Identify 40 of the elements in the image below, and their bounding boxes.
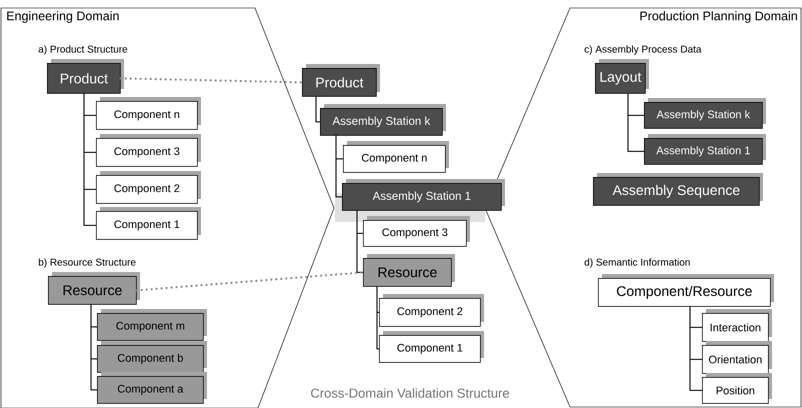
tree-box: Component 2 — [379, 294, 484, 327]
tree-box: Product — [47, 59, 124, 94]
tree-box: Interaction — [702, 309, 772, 342]
tree-connector — [376, 286, 380, 350]
tree-box: Component/Resource — [598, 274, 774, 307]
tree-box: Component b — [97, 341, 207, 373]
node-label: Interaction — [710, 323, 760, 332]
tree-box: Position — [702, 373, 772, 404]
tree-box: Component 1 — [96, 207, 201, 240]
tree-box: Layout — [595, 59, 649, 94]
tree-connector — [84, 93, 96, 226]
tree-connector — [356, 210, 364, 273]
dotted-connector — [136, 271, 364, 292]
tree-box: Component n — [343, 141, 449, 173]
tree-connector — [90, 304, 98, 390]
tree-box: Component 3 — [363, 216, 470, 247]
tree-connector — [336, 135, 342, 198]
tree-box: Component 2 — [96, 171, 201, 204]
tree-connector — [628, 93, 644, 152]
tree-box: Resource — [48, 272, 140, 305]
tree-connector — [690, 306, 702, 391]
tree-box: Component 3 — [96, 134, 201, 167]
dotted-connector — [120, 77, 304, 84]
tree-box: Assembly Station k — [644, 98, 766, 129]
caption-text: Cross-Domain Validation Structure — [311, 388, 509, 398]
node-label: Component b — [118, 354, 183, 364]
tree-connector — [316, 96, 320, 122]
tree-box: Assembly Station 1 — [644, 134, 766, 165]
tree-box: Component n — [96, 97, 201, 130]
tree-box: Orientation — [702, 341, 772, 374]
tree-box: Assembly Sequence — [593, 173, 763, 206]
tree-box: Product — [302, 64, 380, 97]
tree-box: Assembly Station 1 — [342, 179, 505, 211]
tree-box: Assembly Station k — [320, 104, 446, 136]
tree-box: Resource — [363, 254, 455, 287]
tree-box: Component m — [97, 309, 207, 341]
tree-box: Component 1 — [379, 331, 484, 363]
section-heading: b) Resource Structure — [38, 258, 136, 268]
tree-box: Component a — [97, 372, 207, 404]
node-label: Orientation — [708, 355, 762, 364]
